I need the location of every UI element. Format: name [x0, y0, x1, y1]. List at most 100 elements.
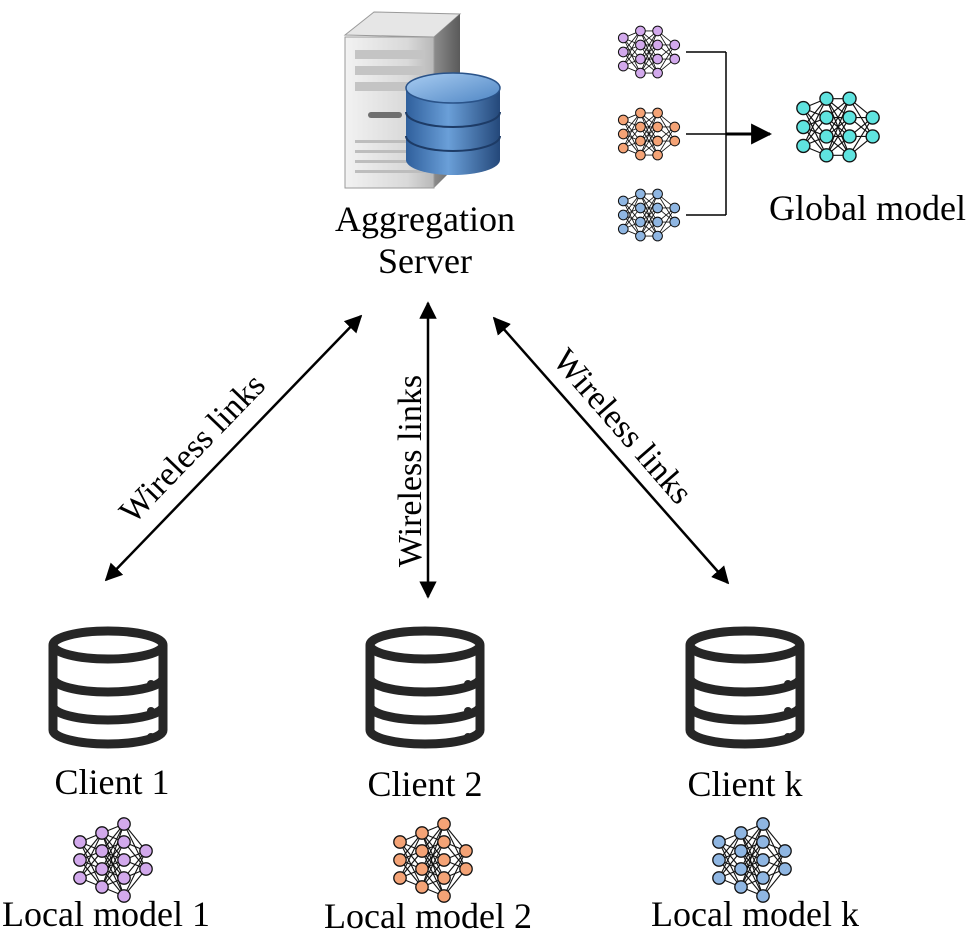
nn-node	[756, 889, 770, 903]
nn-node	[635, 149, 646, 161]
nn-node	[796, 138, 811, 154]
nn-node	[415, 880, 429, 894]
nn-edge	[740, 841, 764, 888]
nn-node	[437, 889, 451, 903]
nn-node	[415, 862, 429, 876]
nn-node	[617, 32, 629, 44]
nn-edge	[622, 30, 641, 67]
nn-node	[635, 67, 646, 79]
nn-node	[117, 853, 131, 867]
local-model-2-label: Local model 2	[324, 896, 532, 935]
nn-edge	[825, 98, 851, 137]
nn-node	[95, 844, 109, 858]
nn-node	[652, 230, 663, 242]
neural-network-icon-local-1	[73, 817, 153, 903]
nn-node	[437, 871, 451, 885]
neural-network-icon-local-k	[712, 817, 792, 903]
nn-node	[635, 216, 646, 228]
nn-node	[652, 121, 663, 133]
neural-network-icon-local-2	[393, 817, 473, 903]
nn-edge	[657, 207, 676, 237]
nn-node	[95, 862, 109, 876]
nn-edge	[421, 841, 445, 888]
client-k-label: Client k	[687, 764, 803, 804]
nn-node	[756, 817, 770, 831]
nn-node	[842, 148, 857, 163]
nn-edge	[802, 98, 827, 147]
neural-network-icon-agg-2	[617, 107, 681, 161]
nn-node	[796, 100, 811, 116]
client-1-label: Client 1	[54, 762, 170, 802]
nn-node	[865, 110, 880, 125]
nn-edge	[640, 30, 658, 60]
aggregation-connector	[686, 51, 773, 216]
server-label: Aggregation Server	[280, 198, 570, 282]
nn-node	[669, 53, 681, 65]
nn-edge	[640, 207, 658, 237]
nn-edge	[101, 823, 125, 870]
neural-network-icon-agg-k	[617, 188, 681, 242]
nn-node	[73, 871, 87, 885]
nn-node	[617, 142, 629, 154]
nn-node	[819, 129, 834, 144]
nn-node	[117, 889, 131, 903]
nn-node	[617, 114, 629, 126]
nn-edge	[79, 832, 103, 879]
nn-node	[712, 835, 726, 849]
wireless-link-arrows	[104, 301, 730, 599]
nn-node	[756, 853, 770, 867]
nn-edge	[640, 193, 658, 237]
nn-node	[819, 91, 834, 106]
nn-node	[459, 844, 473, 858]
nn-node	[617, 209, 629, 221]
nn-node	[635, 39, 646, 51]
nn-node	[73, 835, 87, 849]
nn-edge	[640, 193, 658, 223]
nn-edge	[622, 112, 641, 149]
nn-node	[652, 216, 663, 228]
nn-node	[652, 107, 663, 119]
nn-node	[617, 128, 629, 140]
nn-node	[819, 110, 834, 125]
nn-edge	[825, 117, 851, 156]
database-icon-client-1	[48, 626, 168, 749]
nn-node	[669, 121, 681, 133]
nn-node	[796, 119, 811, 135]
nn-node	[842, 129, 857, 144]
nn-edge	[101, 823, 125, 888]
nn-node	[734, 880, 748, 894]
link-label-client-2: Wireless links	[392, 374, 429, 568]
nn-edge	[640, 44, 658, 74]
nn-node	[139, 862, 153, 876]
nn-node	[437, 835, 451, 849]
nn-node	[617, 46, 629, 58]
nn-node	[635, 25, 646, 37]
nn-node	[415, 844, 429, 858]
nn-node	[734, 862, 748, 876]
nn-node	[117, 871, 131, 885]
nn-edge	[657, 126, 676, 156]
local-model-1-label: Local model 1	[2, 894, 210, 934]
nn-node	[393, 853, 407, 867]
nn-node	[669, 135, 681, 147]
neural-network-icon-agg-1	[617, 25, 681, 79]
nn-edge	[762, 850, 786, 897]
nn-node	[635, 202, 646, 214]
nn-node	[652, 67, 663, 79]
local-model-k-label: Local model k	[651, 894, 859, 934]
nn-node	[635, 53, 646, 65]
nn-node	[778, 862, 792, 876]
nn-edge	[825, 98, 851, 156]
nn-node	[819, 148, 834, 163]
nn-node	[617, 195, 629, 207]
nn-edge	[101, 841, 125, 888]
nn-node	[415, 826, 429, 840]
nn-node	[756, 835, 770, 849]
global-model-label: Global model	[769, 188, 966, 228]
nn-edge	[421, 823, 445, 870]
nn-node	[652, 53, 663, 65]
nn-node	[95, 880, 109, 894]
nn-node	[842, 91, 857, 106]
nn-node	[617, 60, 629, 72]
